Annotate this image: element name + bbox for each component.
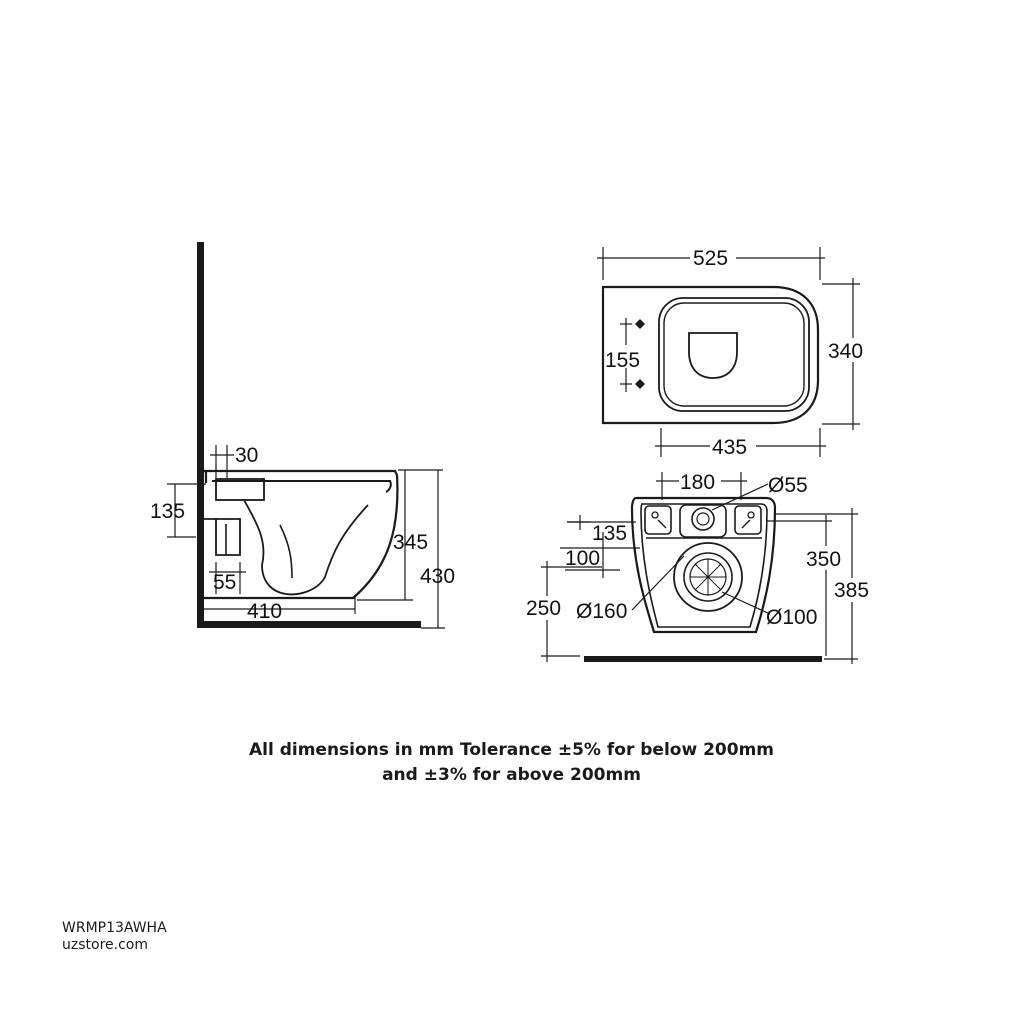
website-label: uzstore.com — [62, 937, 148, 953]
back-dim-o160: Ø160 — [576, 600, 627, 623]
top-dim-435: 435 — [712, 436, 747, 459]
wall — [197, 242, 204, 628]
side-view: 30 135 345 430 55 410 — [150, 242, 455, 629]
back-dim-250: 250 — [526, 597, 561, 620]
top-dim-340: 340 — [828, 340, 863, 363]
top-dim-155: 155 — [605, 349, 640, 372]
back-dim-135: 135 — [592, 522, 627, 545]
back-dim-180: 180 — [680, 471, 715, 494]
back-floor — [584, 656, 822, 662]
side-dim-30: 30 — [235, 444, 258, 467]
back-dim-o100: Ø100 — [766, 606, 817, 629]
back-dim-o55: Ø55 — [768, 474, 808, 497]
side-dim-430: 430 — [420, 565, 455, 588]
bowl-outline — [204, 469, 399, 600]
side-dim-55: 55 — [213, 571, 236, 594]
top-outline — [601, 285, 820, 425]
product-code: WRMP13AWHA — [62, 920, 167, 936]
tolerance-note-line2: and ±3% for above 200mm — [382, 765, 641, 785]
back-view: 180 Ø55 135 100 250 Ø160 Ø100 350 — [526, 470, 876, 664]
back-dim-385: 385 — [834, 579, 869, 602]
bowl-interior — [243, 499, 369, 596]
floor — [197, 621, 421, 628]
side-dim-345: 345 — [393, 531, 428, 554]
side-dim-135: 135 — [150, 500, 185, 523]
top-opening — [688, 332, 738, 379]
back-dim-350: 350 — [806, 548, 841, 571]
outlet-outer — [673, 542, 743, 612]
top-dim-525: 525 — [693, 247, 728, 270]
top-bowl — [658, 297, 810, 412]
back-outline — [630, 496, 777, 634]
back-dim-100: 100 — [565, 547, 600, 570]
outlet-inner — [683, 552, 733, 602]
side-dim-410: 410 — [247, 600, 282, 623]
tolerance-note-line1: All dimensions in mm Tolerance ±5% for b… — [248, 740, 775, 760]
top-view: 155 525 340 435 — [597, 244, 876, 459]
